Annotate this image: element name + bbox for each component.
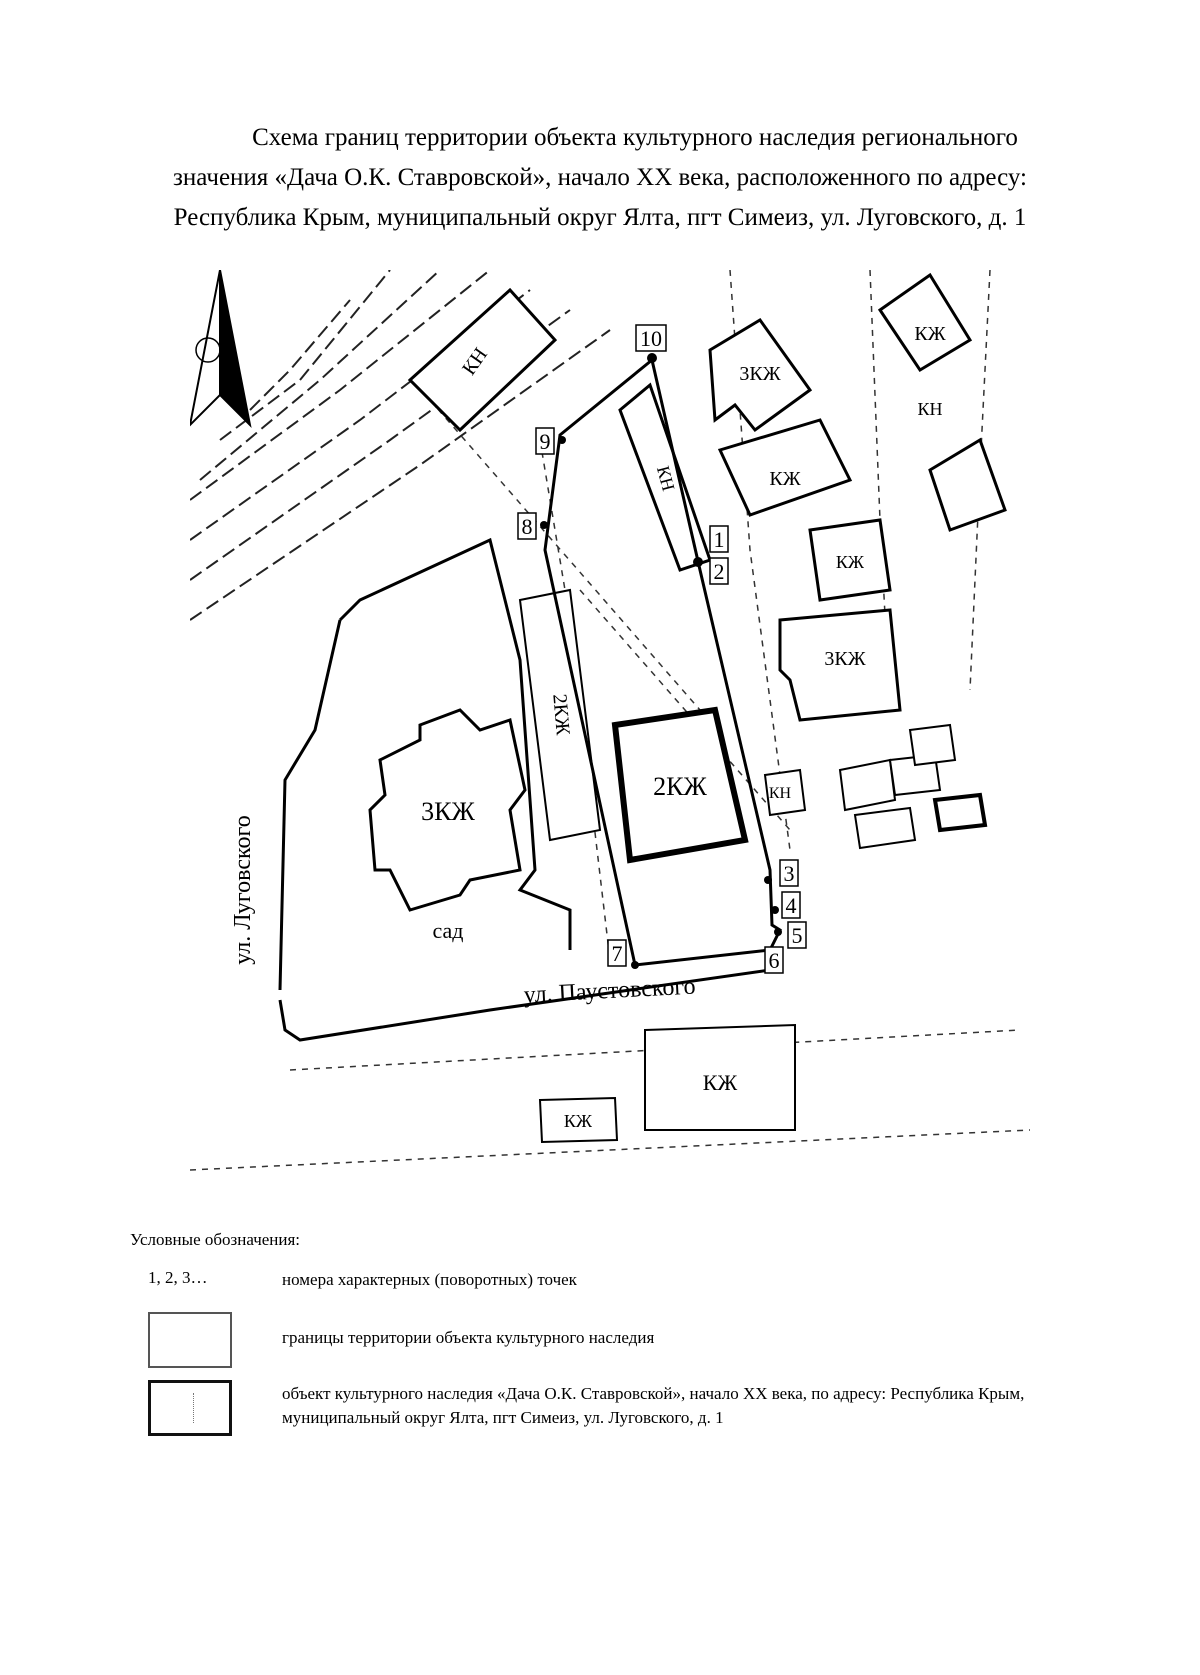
label-3kzh-right: 3КЖ <box>824 648 865 670</box>
label-kzh-mid: КЖ <box>769 468 800 490</box>
label-3kzh-main: 3КЖ <box>421 797 475 826</box>
building-3kzh-top <box>708 318 813 433</box>
building-kzh-far-right <box>928 437 1007 532</box>
svg-text:6: 6 <box>769 948 780 973</box>
point-label-3: 3 <box>779 859 799 887</box>
page-title: Схема границ территории объекта культурн… <box>120 118 1080 238</box>
point-label-7: 7 <box>607 939 627 967</box>
label-kn-right: КН <box>769 785 792 802</box>
svg-text:5: 5 <box>792 923 803 948</box>
point-label-1: 1 <box>709 525 729 553</box>
point-label-4: 4 <box>781 891 801 919</box>
point-label-6: 6 <box>764 946 784 974</box>
label-kzh-top-right: КЖ <box>914 323 945 345</box>
boundary-points: 1 2 3 4 5 6 7 8 <box>517 324 807 974</box>
point-label-5: 5 <box>787 921 807 949</box>
svg-text:8: 8 <box>522 514 533 539</box>
street-label-lugovskogo: ул. Луговского <box>230 815 256 964</box>
point-label-10: 10 <box>635 324 667 352</box>
label-kzh-bottom-left: КЖ <box>564 1111 593 1131</box>
point-label-2: 2 <box>709 557 729 585</box>
label-2kzh-main: 2КЖ <box>653 772 707 801</box>
legend-symbol-points: 1, 2, 3… <box>148 1268 208 1287</box>
north-arrow-icon <box>190 270 252 429</box>
building-kzh-mid <box>717 418 853 517</box>
building-kzh-bottom-left <box>538 1096 619 1144</box>
svg-text:4: 4 <box>786 893 797 918</box>
label-kzh-bottom: КЖ <box>703 1070 738 1095</box>
label-kzh-right: КЖ <box>836 552 865 572</box>
cadastral-map: 1 2 3 4 5 6 7 8 <box>190 270 1030 1200</box>
building-kzh-bottom <box>644 1023 796 1131</box>
legend-boundary-box <box>148 1312 232 1368</box>
legend-text-points: номера характерных (поворотных) точек <box>282 1270 577 1289</box>
legend-title: Условные обозначения: <box>130 1230 301 1249</box>
label-sad: сад <box>433 918 464 943</box>
label-kzh-strip: 2КЖ <box>548 693 574 736</box>
building-kzh-right <box>808 518 892 602</box>
svg-text:9: 9 <box>540 429 551 454</box>
point-label-9: 9 <box>535 427 555 455</box>
building-3kzh-right <box>778 608 902 722</box>
object-outline <box>278 537 771 1042</box>
label-3kzh-top: 3КЖ <box>739 363 780 385</box>
legend-text-object: объект культурного наследия «Дача О.К. С… <box>282 1384 1025 1427</box>
building-3kzh-main <box>368 708 527 912</box>
label-kn-small: КН <box>917 399 942 419</box>
svg-text:10: 10 <box>640 326 662 351</box>
title-line-3: Республика Крым, муниципальный округ Ялт… <box>173 204 1027 231</box>
legend-object-box <box>148 1380 232 1436</box>
svg-text:2: 2 <box>714 559 725 584</box>
point-label-8: 8 <box>517 512 537 540</box>
legend-text-boundary: границы территории объекта культурного н… <box>282 1328 655 1347</box>
building-kzh-top-right <box>877 272 973 373</box>
building-kn-top <box>407 287 558 433</box>
buildings <box>368 272 1007 1144</box>
title-line-2: значения «Дача О.К. Ставровской», начало… <box>173 164 1027 191</box>
svg-text:7: 7 <box>612 941 623 966</box>
svg-text:3: 3 <box>784 861 795 886</box>
building-2kzh-main <box>611 706 749 864</box>
territory-boundary <box>543 358 782 967</box>
title-line-1: Схема границ территории объекта культурн… <box>252 124 1018 151</box>
svg-text:1: 1 <box>714 527 725 552</box>
